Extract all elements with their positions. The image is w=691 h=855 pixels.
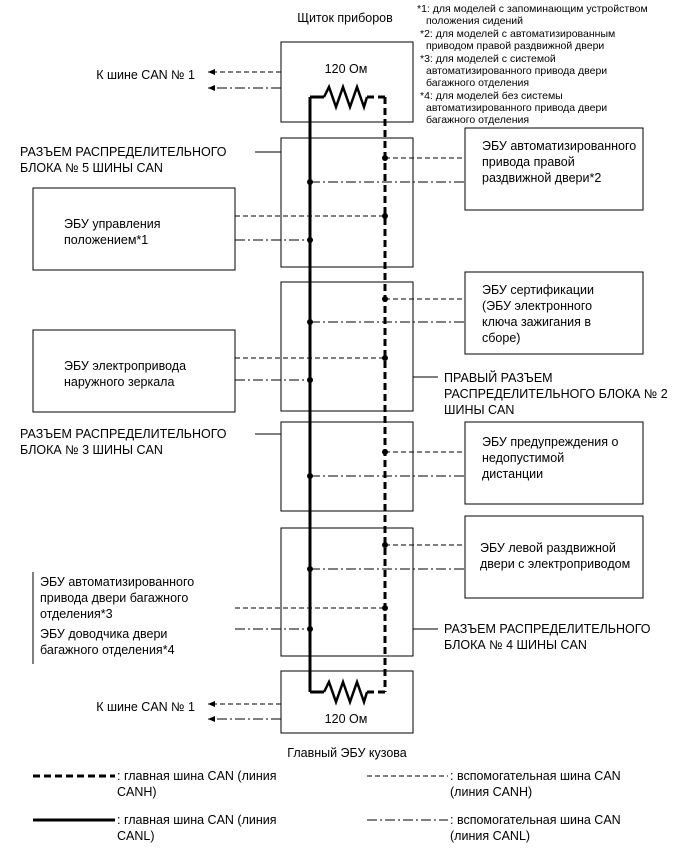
legend-sub-canl-line-1: : вспомогательная шина CAN	[450, 813, 621, 827]
junction-block-5-label-line-2: БЛОКА № 5 ШИНЫ CAN	[20, 161, 163, 175]
ecu-position-line-1: ЭБУ управления	[64, 217, 161, 231]
legend-sub-canh-line-2: (линия CANH)	[450, 785, 532, 799]
ecu-sliding-door-right-line-3: раздвижной двери*2	[482, 171, 601, 185]
footnote-2-line-2: приводом правой раздвижной двери	[426, 40, 604, 52]
ecu-sliding-door-right-line-2: привода правой	[482, 155, 575, 169]
main-bus-canh	[367, 95, 387, 694]
legend-main-canl-line-2: CANL)	[117, 829, 155, 843]
to-can-bus-bottom-label: К шине CAN № 1	[96, 700, 195, 714]
ecu-tailgate-auto-line-1: ЭБУ автоматизированного	[40, 575, 194, 589]
resistor-top-label: 120 Ом	[325, 62, 368, 76]
junction-block-5-box	[280, 137, 414, 268]
footnote-4-line-1: *4: для моделей без системы	[420, 90, 563, 102]
junction-block-4-label-line-2: БЛОКА № 4 ШИНЫ CAN	[444, 638, 587, 652]
junction-block-3-label-line-2: БЛОКА № 3 ШИНЫ CAN	[20, 443, 163, 457]
legend-main-canl-line-1: : главная шина CAN (линия	[117, 813, 277, 827]
junction-block-2-label-line-2: РАСПРЕДЕЛИТЕЛЬНОГО БЛОКА № 2	[444, 387, 668, 401]
footnote-2-line-1: *2: для моделей с автоматизированным	[420, 28, 615, 40]
sub-bus-canh-branches	[235, 157, 465, 609]
legend-main-canh-line-2: CANH)	[117, 785, 157, 799]
ecu-distance-warning-box	[464, 421, 644, 505]
ecu-sliding-door-right-line-1: ЭБУ автоматизированного	[482, 139, 636, 153]
ecu-distance-warning-line-2: недопустимой	[482, 451, 564, 465]
footnote-3-line-1: *3: для моделей с системой	[420, 53, 556, 65]
footnote-4-line-2: автоматизированного привода двери	[426, 102, 607, 114]
junction-block-5-label-line-1: РАЗЪЕМ РАСПРЕДЕЛИТЕЛЬНОГО	[20, 145, 227, 159]
ecu-tailgate-closer-line-2: багажного отделения*4	[40, 643, 175, 657]
instrument-panel-title: Щиток приборов	[297, 11, 393, 25]
ecu-position-box	[32, 187, 236, 271]
ecu-mirror-box	[32, 329, 236, 413]
ecu-distance-warning-line-3: дистанции	[482, 467, 543, 481]
ecu-sliding-door-left-box	[464, 515, 644, 599]
ecu-certification-line-1: ЭБУ сертификации	[482, 283, 594, 297]
legend-sub-canh-line-1: : вспомогательная шина CAN	[450, 769, 621, 783]
main-body-ecu-label: Главный ЭБУ кузова	[287, 746, 407, 760]
footnote-3-line-2: автоматизированного привода двери	[426, 65, 607, 77]
junction-block-4-label-line-1: РАЗЪЕМ РАСПРЕДЕЛИТЕЛЬНОГО	[444, 622, 651, 636]
ecu-distance-warning-line-1: ЭБУ предупреждения о	[482, 435, 619, 449]
footnote-4-line-3: багажного отделения	[426, 114, 529, 126]
junction-block-2-label-line-1: ПРАВЫЙ РАЗЪЕМ	[444, 370, 553, 385]
to-can-bus-top-label: К шине CAN № 1	[96, 68, 195, 82]
ecu-position-line-2: положением*1	[64, 233, 148, 247]
main-body-ecu-box	[280, 670, 414, 734]
instrument-panel-box	[280, 41, 414, 123]
ecu-certification-box	[464, 271, 644, 355]
ecu-tailgate-closer-line-1: ЭБУ доводчика двери	[40, 627, 167, 641]
legend-sub-canl-line-2: (линия CANL)	[450, 829, 530, 843]
junction-block-3-label-line-1: РАЗЪЕМ РАСПРЕДЕЛИТЕЛЬНОГО	[20, 427, 227, 441]
ecu-certification-line-4: сборе)	[482, 331, 520, 345]
ecu-tailgate-auto-line-3: отделения*3	[40, 607, 113, 621]
footnote-3-line-3: багажного отделения	[426, 77, 529, 89]
junction-block-2-box	[280, 281, 414, 412]
ecu-tailgate-auto-line-2: привода двери багажного	[40, 591, 188, 605]
footnotes: *1: для моделей с запоминающим устройств…	[417, 3, 648, 126]
footnote-1-line-2: положения сидений	[426, 15, 523, 27]
ecu-mirror-line-1: ЭБУ электропривода	[64, 359, 186, 373]
ecu-certification-line-3: ключа зажигания в	[482, 315, 591, 329]
ecu-certification-line-2: (ЭБУ электронного	[482, 299, 592, 313]
legend: : главная шина CAN (линия CANH) : вспомо…	[33, 769, 621, 843]
junction-block-2-label-line-3: ШИНЫ CAN	[444, 403, 514, 417]
sub-bus-canl-branches	[235, 181, 465, 630]
ecu-mirror-line-2: наружного зеркала	[64, 375, 174, 389]
resistor-bottom-label: 120 Ом	[325, 712, 368, 726]
junction-block-3-box	[280, 421, 414, 512]
junction-dots	[307, 155, 388, 632]
ecu-sliding-door-left-line-1: ЭБУ левой раздвижной	[480, 541, 616, 555]
main-bus-canl	[308, 95, 324, 694]
resistor-top-icon	[322, 83, 369, 112]
junction-block-4-box	[280, 527, 414, 657]
resistor-bottom-icon	[322, 678, 369, 707]
footnote-1-line-1: *1: для моделей с запоминающим устройств…	[417, 3, 648, 15]
legend-main-canh-line-1: : главная шина CAN (линия	[117, 769, 277, 783]
ecu-sliding-door-left-line-2: двери с электроприводом	[480, 557, 630, 571]
ecu-sliding-door-right-box	[464, 127, 644, 211]
